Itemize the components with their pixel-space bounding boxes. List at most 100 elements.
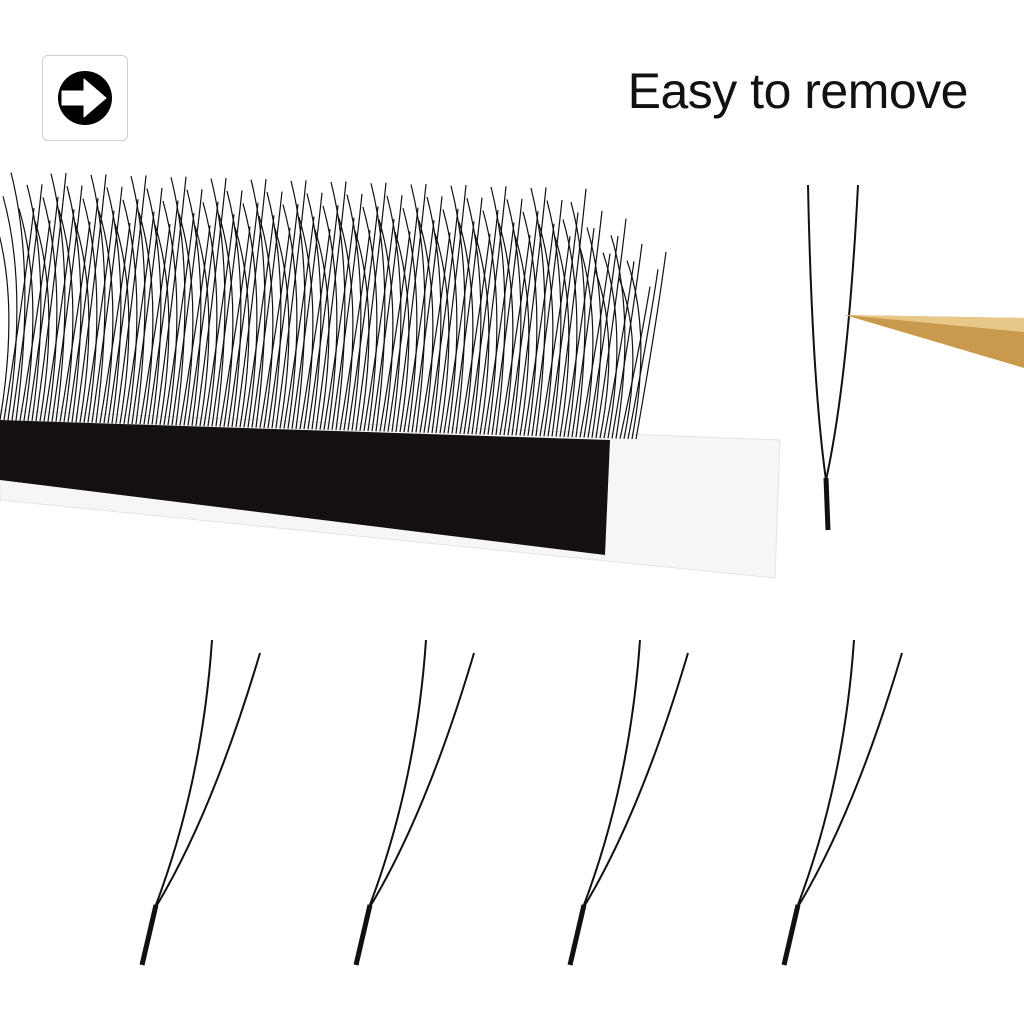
lash-strand — [138, 212, 154, 425]
lash-strand — [466, 198, 482, 435]
lash-strand — [315, 181, 347, 430]
lash-strand — [90, 174, 106, 423]
loose-lash — [567, 639, 689, 966]
lash-strand — [387, 207, 419, 432]
loose-lash-row — [139, 639, 903, 966]
lash-strand — [115, 175, 147, 424]
lash-strand — [179, 225, 211, 426]
lash-strand — [186, 189, 202, 426]
single-lash-with-tweezer — [807, 184, 1024, 531]
lash-strand — [579, 253, 611, 438]
lash-strand — [2, 196, 18, 421]
lash-strand — [323, 217, 355, 430]
lash-strand — [99, 222, 131, 424]
lash-strand — [75, 174, 107, 423]
lash-strand — [362, 206, 378, 432]
lash-strand — [146, 188, 162, 425]
lash-strand — [483, 222, 515, 435]
lash-strand — [267, 203, 299, 429]
lash-strand — [474, 234, 490, 435]
lash-strand — [107, 199, 139, 424]
lash-strand — [330, 181, 346, 431]
lash-strand — [435, 185, 467, 434]
lash-strand — [547, 212, 579, 437]
lash-strand — [539, 236, 571, 437]
lash-strand — [203, 214, 235, 427]
lash-strand — [243, 215, 275, 428]
lash-strand — [130, 175, 146, 425]
lash-strand — [594, 269, 610, 439]
lash-strand — [355, 182, 387, 431]
lash-strand — [66, 186, 82, 423]
lash-strand — [282, 204, 298, 429]
lash-strand — [290, 180, 306, 429]
lash-strand — [395, 183, 427, 432]
lash-strand — [426, 196, 442, 434]
lash-strand — [74, 222, 90, 423]
lash-strand — [562, 219, 578, 438]
lash-strand — [26, 184, 42, 422]
lash-strand — [570, 201, 586, 438]
lash-strand — [515, 187, 547, 436]
lash-strand — [459, 233, 491, 434]
lash-strand — [250, 179, 266, 428]
lash-strand — [602, 252, 618, 439]
lash-strand — [554, 236, 570, 437]
page-title: Easy to remove — [627, 63, 969, 119]
lash-strand — [546, 200, 562, 437]
lash-strand — [27, 196, 59, 421]
lash-strand — [555, 188, 587, 437]
lash-strand — [259, 227, 291, 428]
lash-strand — [530, 187, 546, 437]
lash-strand — [219, 226, 251, 427]
lash-strand — [411, 196, 443, 433]
loose-lash — [139, 639, 261, 966]
lash-strand — [347, 206, 379, 431]
lash-strand — [363, 218, 395, 432]
lash-strand — [19, 220, 51, 421]
lash-strand — [442, 209, 458, 434]
lash-strand — [274, 228, 290, 429]
lash-strand — [371, 195, 403, 432]
lash-strand — [322, 205, 338, 430]
lash-strand — [618, 277, 634, 439]
lash-strand — [3, 208, 35, 421]
lash-strand — [523, 223, 555, 436]
lash-strand — [35, 173, 67, 422]
lash-strand — [11, 184, 43, 421]
lash-strand — [283, 216, 315, 429]
lash-strand — [171, 189, 203, 426]
lash-strand — [51, 185, 83, 422]
lash-strand — [499, 234, 531, 436]
lash-strand — [58, 209, 74, 423]
lash-strand — [490, 186, 506, 435]
lash-strand — [586, 227, 602, 438]
lash-strand — [563, 228, 595, 438]
lash-strand — [210, 178, 226, 427]
lash-strand — [610, 235, 626, 439]
lash-strand — [491, 198, 523, 435]
lash-strand — [226, 190, 242, 428]
lash-strand — [187, 201, 219, 426]
lash-strand — [506, 199, 522, 436]
lash-strand — [394, 231, 410, 433]
lash-strand — [202, 202, 218, 427]
lash-strand — [178, 213, 194, 426]
lash-strand — [611, 243, 643, 439]
lash-strand — [522, 211, 538, 436]
lash-strip — [0, 172, 781, 579]
lash-strand — [507, 211, 539, 436]
lash-strand — [50, 173, 66, 422]
lash-strand — [402, 208, 418, 433]
lash-strand — [346, 194, 362, 431]
lash-strand — [410, 184, 426, 433]
lash-strand — [10, 172, 26, 421]
lash-strand — [379, 231, 411, 432]
lash-strand — [626, 260, 642, 440]
lash-strand — [458, 221, 474, 435]
lash-strand — [299, 228, 331, 430]
lash-strand — [475, 186, 507, 435]
lash-strand — [419, 232, 451, 433]
